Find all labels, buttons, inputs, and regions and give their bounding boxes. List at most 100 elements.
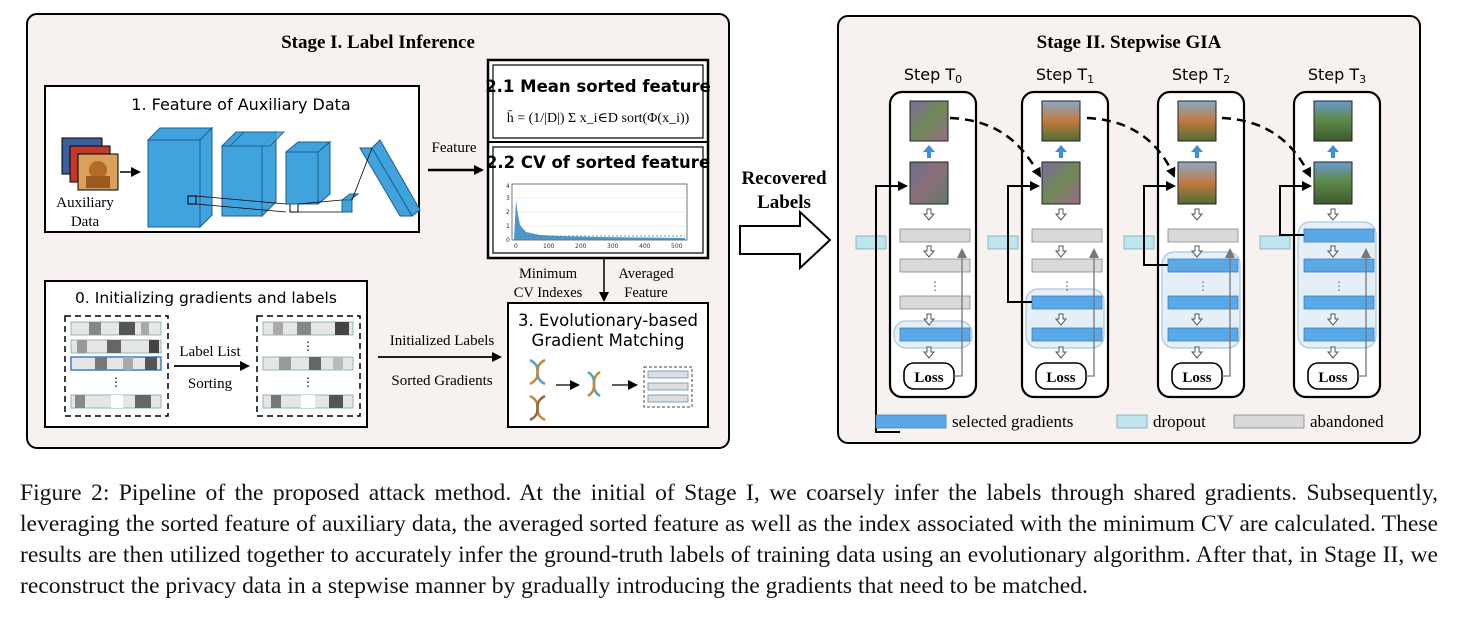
- down-arrow-a-3: [1326, 208, 1340, 221]
- down-arrow-b0-1: [1054, 245, 1068, 258]
- legend-swatch-dropout: [1116, 414, 1148, 429]
- gradient-bar-2-2: [1167, 295, 1239, 310]
- feedback-line-1: [1086, 248, 1099, 377]
- step-label-text-3: Step T: [1308, 65, 1360, 84]
- bars-dots-2: ⋮: [1197, 279, 1209, 293]
- sorted-grads-text: Sorted Gradients: [391, 373, 492, 389]
- gradient-bar-2-3: [1167, 327, 1239, 342]
- caption-text: Figure 2: Pipeline of the proposed attac…: [20, 480, 1438, 599]
- down-arrow-a-1: [1054, 208, 1068, 221]
- bars-dots-0: ⋮: [929, 279, 941, 293]
- aux-label-2: Data: [71, 214, 100, 230]
- down-arrow-a-0: [922, 208, 936, 221]
- step-label-sub-1: 1: [1087, 73, 1094, 86]
- loop-arrow-2: [1143, 181, 1176, 266]
- loss-label-2: Loss: [1182, 370, 1211, 386]
- cv-xtick-4: 400: [639, 243, 651, 250]
- feedback-line-2: [1222, 248, 1235, 377]
- dropout-swatch-1: [987, 235, 1019, 250]
- down-arrow-b0-0: [922, 245, 936, 258]
- gradient-bar-0-3: [899, 327, 971, 342]
- stage2-title: Stage II. Stepwise GIA: [1037, 32, 1222, 53]
- init-dots-right-2: ⋮: [302, 375, 314, 389]
- selected-region-3: [1297, 221, 1377, 349]
- legend-abandoned: abandoned: [1310, 412, 1384, 431]
- mean-title: 2.1 Mean sorted feature: [485, 77, 711, 96]
- recovered-arrow: [739, 209, 832, 271]
- auxiliary-images: [61, 137, 119, 191]
- up-arrow-3: [1327, 145, 1339, 158]
- loss-label-3: Loss: [1318, 370, 1347, 386]
- stage1-title: Stage I. Label Inference: [281, 32, 475, 53]
- step-label-sub-0: 0: [955, 73, 962, 86]
- sorted-feature-box: 2.1 Mean sorted feature h̄ = (1/|D|) Σ x…: [485, 58, 711, 260]
- feature-box-title: 1. Feature of Auxiliary Data: [131, 95, 350, 114]
- cv-xtick-1: 100: [543, 243, 555, 250]
- avg-feature-2: Feature: [624, 285, 667, 301]
- step-label-1: Step T1: [1036, 65, 1094, 86]
- feature-box: 1. Feature of Auxiliary Data Auxiliary D…: [44, 85, 421, 233]
- loss-label-1: Loss: [1046, 370, 1075, 386]
- cv-ytick-2: 2: [506, 209, 510, 216]
- step-transition-arrows: [949, 116, 1312, 178]
- step-label-sub-2: 2: [1223, 73, 1230, 86]
- step-label-0: Step T0: [904, 65, 962, 86]
- legend-selected: selected gradients: [952, 412, 1073, 431]
- figure-caption: Figure 2: Pipeline of the proposed attac…: [20, 478, 1438, 602]
- down-arrow-b1-3: [1326, 313, 1340, 326]
- step-label-sub-3: 3: [1359, 73, 1366, 86]
- gradient-bar-1-0: [1031, 228, 1103, 243]
- gradient-bar-1-3: [1031, 327, 1103, 342]
- step-label-2: Step T2: [1172, 65, 1230, 86]
- init-dots-right-1: ⋮: [302, 339, 314, 353]
- dropout-swatch-2: [1123, 235, 1155, 250]
- aux-label-1: Auxiliary: [56, 195, 114, 211]
- init-dots-left: ⋮: [110, 375, 122, 389]
- min-cv-2: CV Indexes: [514, 285, 583, 301]
- bars-dots-1: ⋮: [1061, 279, 1073, 293]
- cv-ytick-0: 0: [506, 237, 510, 244]
- cv-ytick-4: 4: [506, 183, 510, 190]
- feedback-line-3: [1358, 248, 1371, 377]
- gradient-bar-3-3: [1303, 327, 1375, 342]
- loop-arrow-0: [875, 181, 908, 433]
- evo-title-2: Gradient Matching: [532, 331, 685, 350]
- down-arrow-c-1: [1054, 346, 1068, 359]
- recovered-line2: Labels: [757, 192, 811, 213]
- down-arrow-a-2: [1190, 208, 1204, 221]
- list-icon: [643, 366, 693, 408]
- cv-title: 2.2 CV of sorted feature: [486, 153, 710, 172]
- gradient-bar-1-1: [1031, 258, 1103, 273]
- gradient-bar-2-1: [1167, 258, 1239, 273]
- cv-xtick-5: 500: [671, 243, 683, 250]
- label-list: Label List: [179, 344, 241, 360]
- gradient-bar-2-0: [1167, 228, 1239, 243]
- step-label-3: Step T3: [1308, 65, 1366, 86]
- cv-plot: 0 1 2 3 4 0 100 200 300 400 500: [506, 183, 688, 250]
- feature-arrow-label: Feature: [432, 140, 477, 156]
- down-arrow-c-3: [1326, 346, 1340, 359]
- gradient-bar-0-1: [899, 258, 971, 273]
- cv-ytick-3: 3: [506, 195, 510, 202]
- step-image-top-3: [1313, 100, 1353, 142]
- cv-ytick-1: 1: [506, 223, 510, 230]
- gradient-bar-0-0: [899, 228, 971, 243]
- step-image-top-2: [1177, 100, 1217, 142]
- down-arrow-b1-2: [1190, 313, 1204, 326]
- up-arrow-1: [1055, 145, 1067, 158]
- down-arrow-b1-0: [922, 313, 936, 326]
- down-arrow-b1-1: [1054, 313, 1068, 326]
- mean-formula: h̄ = (1/|D|) Σ x_i∈D sort(Φ(x_i)): [507, 110, 690, 126]
- bars-dots-3: ⋮: [1333, 279, 1345, 293]
- step-image-mid-3: [1313, 161, 1353, 205]
- gradient-bar-3-2: [1303, 295, 1375, 310]
- cv-xtick-2: 200: [575, 243, 587, 250]
- legend-swatch-selected: [875, 414, 947, 429]
- min-cv-1: Minimum: [519, 266, 578, 282]
- feedback-line-0: [954, 248, 967, 377]
- step-label-text-2: Step T: [1172, 65, 1224, 84]
- dropout-swatch-3: [1259, 235, 1291, 250]
- down-arrow-b0-3: [1326, 245, 1340, 258]
- legend-dropout: dropout: [1153, 412, 1206, 431]
- step-column-2: Step T2 ⋮ Loss: [1123, 65, 1246, 399]
